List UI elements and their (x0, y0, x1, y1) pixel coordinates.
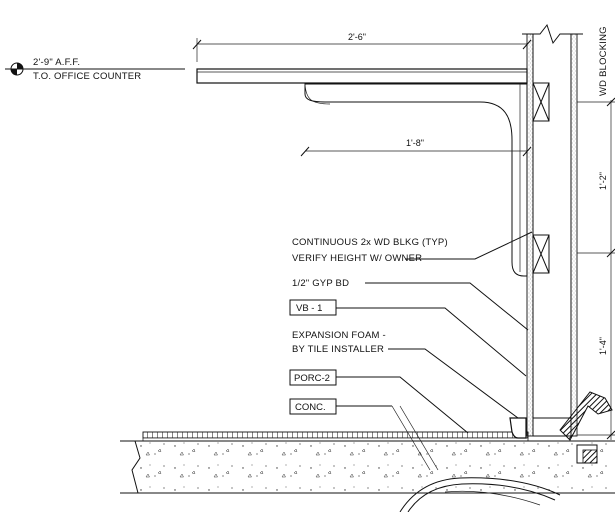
elevation-height: 2'-9" A.F.F. (33, 57, 80, 68)
counter-depth-label: 2'-6" (348, 32, 366, 42)
blocking-note-line1: CONTINUOUS 2x WD BLKG (TYP) (292, 237, 448, 248)
gyp-board-left (526, 33, 534, 437)
wd-blocking-label: WD BLOCKING (598, 26, 609, 96)
gyp-board-right (570, 33, 578, 437)
expansion-foam-line1: EXPANSION FOAM - (292, 330, 386, 341)
porc-2-tag-label: PORC-2 (294, 373, 330, 384)
floor-assembly (120, 391, 615, 512)
blocking-lower-dimension-label: 1'-2" (598, 172, 608, 190)
gyp-board-note: 1/2" GYP BD (292, 278, 349, 289)
support-bracket (304, 83, 528, 277)
bracket-depth-label: 1'-8" (406, 138, 424, 148)
vb-1-tag: VB - 1 (289, 299, 337, 316)
steel-angle (559, 391, 613, 441)
slab-section-arc (399, 477, 561, 512)
porc-2-tag: PORC-2 (289, 369, 337, 386)
porcelain-tile (142, 431, 529, 439)
vb-1-tag-label: VB - 1 (296, 303, 322, 314)
wall-assembly (522, 23, 583, 437)
blocking-note: CONTINUOUS 2x WD BLKG (TYP) VERIFY HEIGH… (292, 237, 448, 264)
wood-blocking-upper (532, 82, 550, 122)
leader-lines (336, 231, 533, 471)
conc-tag-label: CONC. (295, 402, 326, 413)
elevation-marker: 2'-9" A.F.F. T.O. OFFICE COUNTER (5, 57, 185, 82)
vinyl-base (509, 417, 527, 439)
conc-tag: CONC. (289, 398, 337, 415)
slab-break-line (131, 440, 141, 494)
concrete-slab (138, 441, 615, 493)
expansion-foam-note: EXPANSION FOAM - BY TILE INSTALLER (292, 330, 386, 355)
blocking-height-dimension: 1'-2" 1'-4" WD BLOCKING (577, 26, 615, 440)
wall-break-line (522, 23, 583, 45)
bracket-depth-dimension: 1'-8" (300, 138, 532, 157)
blocking-upper-dimension-label: 1'-4" (598, 337, 608, 355)
countertop (196, 68, 528, 84)
expansion-foam-line2: BY TILE INSTALLER (292, 344, 384, 355)
elevation-label: T.O. OFFICE COUNTER (33, 71, 141, 82)
blocking-note-line2: VERIFY HEIGHT W/ OWNER (292, 253, 422, 264)
counter-depth-dimension: 2'-6" (192, 32, 532, 62)
wood-blocking-lower (532, 234, 550, 274)
